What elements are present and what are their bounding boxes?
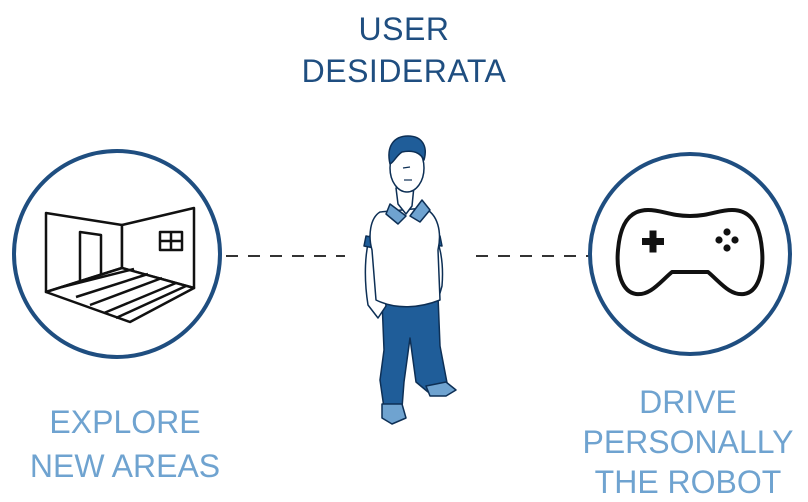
left-goal-circle (12, 149, 222, 359)
right-goal-label: DRIVE PERSONALLY THE ROBOT (570, 382, 806, 502)
right-goal-circle (588, 152, 792, 356)
right-goal-line-2: PERSONALLY (582, 424, 794, 460)
room-icon (44, 206, 196, 324)
left-goal-label: EXPLORE NEW AREAS (10, 400, 240, 488)
title-line-2: DESIDERATA (301, 53, 507, 89)
right-goal-line-1: DRIVE (639, 384, 737, 420)
user-figure-icon (363, 135, 457, 425)
left-goal-line-1: EXPLORE (49, 404, 201, 440)
title-line-1: USER (358, 11, 450, 47)
right-goal-line-3: THE ROBOT (594, 464, 782, 500)
diagram-title: USER DESIDERATA (254, 8, 554, 92)
left-goal-line-2: NEW AREAS (29, 448, 221, 484)
gamepad-icon (615, 208, 765, 297)
